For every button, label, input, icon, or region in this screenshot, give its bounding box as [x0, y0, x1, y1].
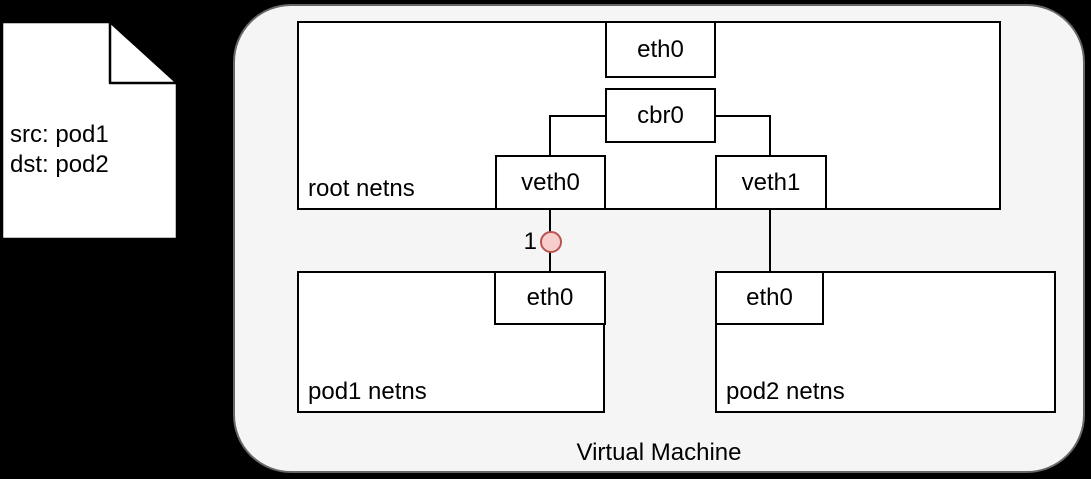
node-veth1: veth1 — [715, 155, 827, 210]
note-shape-icon — [0, 20, 179, 241]
node-veth0-label: veth0 — [521, 168, 580, 196]
node-cbr0: cbr0 — [605, 88, 716, 143]
node-veth1-label: veth1 — [741, 168, 801, 196]
packet-src: src: pod1 — [10, 121, 109, 148]
connector-cbr0-veth1-horizontal — [714, 115, 771, 117]
packet-dst: dst: pod2 — [10, 151, 109, 178]
connector-cbr0-veth0-vertical — [549, 115, 551, 156]
vm-label: Virtual Machine — [576, 439, 742, 466]
node-pod1-eth0: eth0 — [494, 271, 606, 325]
pod1-netns-label: pod1 netns — [308, 378, 427, 405]
connector-veth1-pod2-eth0 — [769, 209, 771, 272]
packet-note-text: src: pod1 dst: pod2 — [10, 120, 109, 180]
root-netns-label: root netns — [308, 175, 415, 202]
node-root-eth0-label: eth0 — [637, 35, 684, 63]
hop-marker-circle-icon — [540, 231, 562, 253]
hop-marker-number: 1 — [523, 228, 537, 255]
node-root-eth0: eth0 — [605, 21, 716, 78]
node-cbr0-label: cbr0 — [637, 101, 684, 129]
node-pod2-eth0-label: eth0 — [746, 284, 793, 311]
pod2-netns-label: pod2 netns — [726, 378, 845, 405]
packet-note: src: pod1 dst: pod2 — [0, 20, 179, 241]
node-veth0: veth0 — [495, 155, 606, 210]
connector-cbr0-veth0-horizontal — [550, 115, 607, 117]
node-pod1-eth0-label: eth0 — [526, 284, 574, 311]
connector-cbr0-veth1-vertical — [769, 115, 771, 156]
node-pod2-eth0: eth0 — [715, 271, 824, 325]
